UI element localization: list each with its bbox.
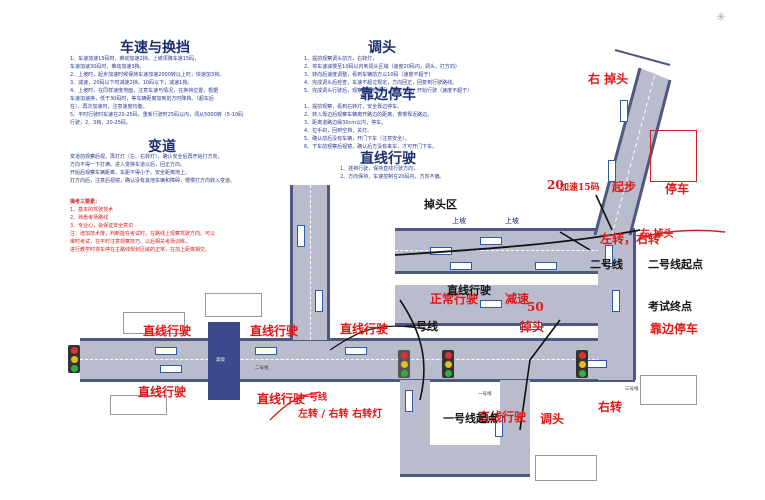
straight-driving-title: 直线行驶	[360, 151, 416, 167]
handwritten-note: 一号线	[300, 393, 328, 403]
car	[620, 100, 628, 122]
car	[405, 390, 413, 412]
uphill-label-left: 上坡	[452, 217, 466, 225]
map-note	[123, 312, 185, 334]
car	[612, 290, 620, 312]
car	[605, 245, 613, 267]
handwritten-note: 起步	[612, 180, 637, 194]
map-note	[650, 130, 697, 182]
lane-one-label: 一号线	[478, 392, 492, 397]
corner-scribble: ✳	[716, 10, 727, 24]
main-road-top-wall	[80, 338, 635, 341]
car	[160, 365, 182, 373]
upper-road-top-wall	[395, 228, 635, 231]
handwritten-note: 加速15码	[560, 183, 600, 193]
bottom-loop-road	[400, 445, 530, 475]
lane-two-label: 二号线	[255, 366, 269, 371]
left-vertical-wall-l	[290, 185, 293, 340]
main-road-bottom-wall	[80, 379, 635, 382]
handwritten-note: 直线行驶	[138, 385, 187, 399]
car	[495, 415, 503, 437]
map-note	[110, 395, 167, 415]
handwritten-note-black: 二号线起点	[648, 258, 703, 271]
car	[155, 347, 177, 355]
car	[315, 290, 323, 312]
car	[345, 347, 367, 355]
side-parking-title: 靠边停车	[360, 87, 416, 103]
handwritten-note: 直线行驶	[257, 392, 306, 406]
car	[480, 237, 502, 245]
left-vertical-centerline	[310, 185, 311, 340]
handwritten-note: 右 掉头	[588, 72, 629, 86]
lane-three-label: 三号线	[625, 387, 639, 392]
handwritten-note: 靠边停车	[650, 322, 699, 336]
handwritten-note: 直线行驶	[478, 410, 527, 424]
overpass-box	[208, 322, 240, 400]
handwritten-note: 右转	[598, 400, 623, 414]
handwritten-note: 50	[527, 300, 544, 314]
traffic-light-center	[398, 350, 410, 378]
car	[450, 262, 472, 270]
straight-driving-text: 1、挂挡行驶，保持直线行驶方向， 2、方向保持，车速控制在20码内，方向不偏。	[340, 166, 445, 180]
car	[520, 322, 542, 330]
upper-road-centerline	[395, 250, 635, 251]
main-road	[80, 340, 635, 380]
u-turn-text: 1、提前观察调头前方，右转灯， 2、将车速减慢至10码以内到调头区域（速度20码…	[304, 56, 473, 94]
handwritten-note-black: 一号线起点	[443, 412, 498, 425]
handwritten-note-black: 直线行驶	[447, 284, 491, 297]
handwritten-note: 掉头	[520, 320, 545, 334]
handwritten-note-black: 掉头区	[424, 198, 457, 211]
car	[255, 347, 277, 355]
handwritten-note: 停车	[665, 182, 690, 196]
exam-notes: 操考三要素： 1、基本的驾驶技术 2、熟悉考场路线 3、专业心，会保证安全意识 …	[70, 199, 216, 253]
handwritten-note: 左转 / 右转 右转灯	[298, 409, 383, 420]
car	[480, 300, 502, 308]
handwritten-note-black: 考试终点	[648, 300, 692, 313]
lane-change-text: 变道前观察后视，再打灯（左、右转灯），确认安全后再开始打方向， 方向不得一下打满…	[70, 154, 236, 184]
handwritten-note: 左 掉头	[640, 229, 674, 240]
car	[608, 160, 616, 182]
u-turn-title: 调头	[368, 40, 396, 56]
middle-horizontal-road	[395, 285, 635, 325]
right-vertical-wall	[633, 230, 636, 380]
middle-road-bottom-wall	[395, 323, 635, 326]
speed-gear-title: 车速与换挡	[120, 40, 190, 56]
left-vertical-wall-r	[327, 185, 330, 340]
handwritten-note: 直线行驶	[143, 324, 192, 338]
car	[535, 262, 557, 270]
handwritten-note: 20	[547, 178, 564, 192]
speed-gear-text: 1、车速加速15码时，推动加速2挡。上坡须降车速15码， 车速加速30码时，推动…	[70, 56, 244, 126]
traffic-light-middle	[442, 350, 454, 378]
uphill-label-right: 上坡	[505, 217, 519, 225]
handwritten-note: 正常行驶	[430, 292, 479, 306]
car	[297, 225, 305, 247]
map-note	[205, 293, 262, 317]
handwritten-note-black: 二号线	[590, 258, 623, 271]
map-note	[535, 455, 597, 481]
handwritten-note: 直线行驶	[250, 324, 299, 338]
main-road-centerline	[80, 359, 635, 360]
handwritten-note-black: 一号线	[405, 320, 438, 333]
traffic-light-right	[576, 350, 588, 378]
lane-change-title: 变道	[148, 139, 176, 155]
traffic-light-left	[68, 345, 80, 373]
map-note	[640, 375, 697, 405]
handwritten-note: 调头	[540, 412, 565, 426]
handwritten-note: 左转，右转	[600, 232, 661, 246]
bottom-loop-wall	[400, 474, 530, 477]
side-parking-text: 1、提前观察，看到右转灯，安全靠边停车。 2、转入靠边后观察车辆离开路边的距离，…	[304, 104, 438, 150]
handwritten-note: 直线行驶	[340, 322, 389, 336]
overpass-box-label: 高架	[216, 358, 225, 363]
handwritten-note: 减速	[505, 292, 530, 306]
upper-road-bottom-wall	[395, 271, 635, 274]
